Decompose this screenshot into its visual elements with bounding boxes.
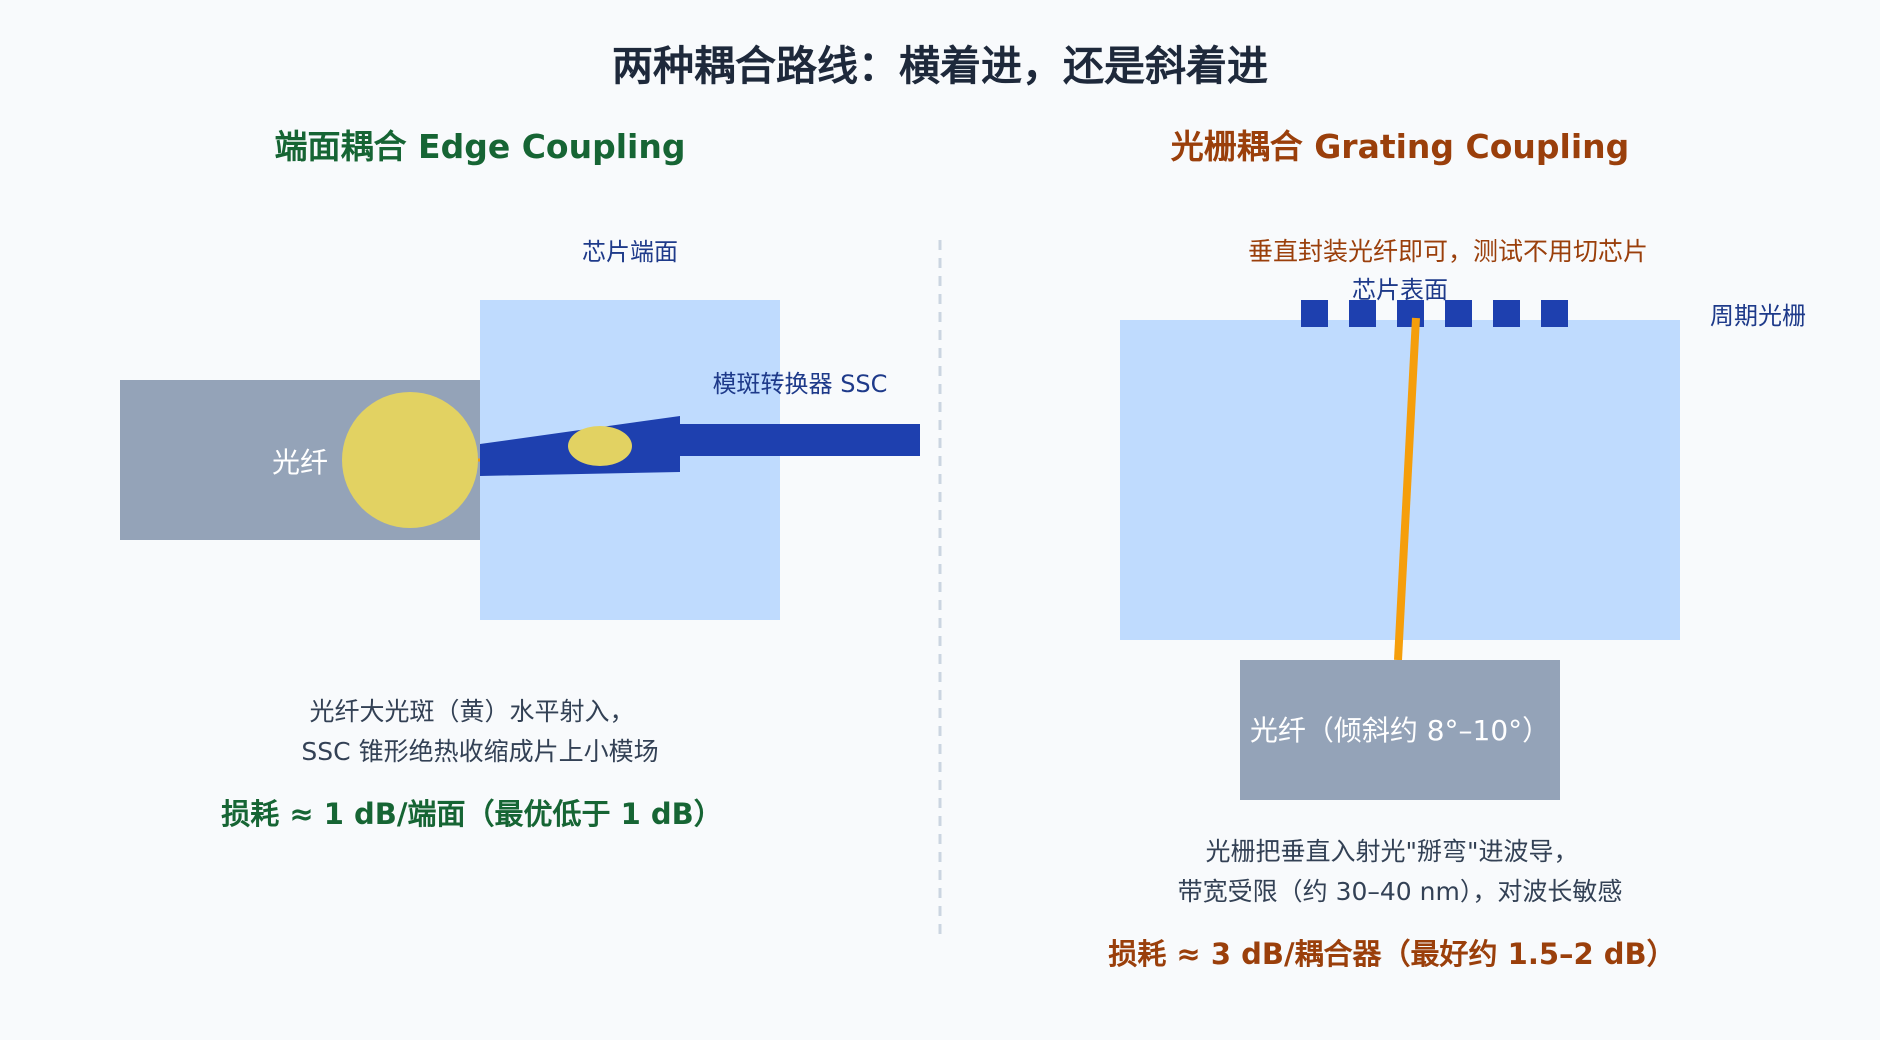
grating-tooth	[1301, 300, 1328, 327]
edge-caption-line-1: 光纤大光斑（黄）水平射入，	[309, 697, 634, 726]
on-chip-mode-spot	[568, 426, 632, 466]
grating-heading: 光栅耦合 Grating Coupling	[1171, 127, 1630, 166]
edge-heading: 端面耦合 Edge Coupling	[275, 127, 686, 166]
grating-tooth	[1493, 300, 1520, 327]
edge-fiber-label: 光纤	[272, 446, 328, 479]
grating-teeth	[1301, 300, 1568, 327]
grating-fiber	[1240, 660, 1560, 800]
edge-coupling-panel: 芯片端面 光纤 模斑转换器 SSC 光纤大光斑（黄）水平射入， SSC 锥形绝热…	[120, 238, 920, 831]
grating-fiber-label: 光纤（倾斜约 8°–10°）	[1250, 714, 1550, 747]
edge-loss: 损耗 ≈ 1 dB/端面（最优低于 1 dB）	[221, 797, 722, 831]
grating-tooth	[1445, 300, 1472, 327]
grating-caption-line-1: 光栅把垂直入射光"掰弯"进波导，	[1206, 837, 1579, 866]
grating-tooth	[1541, 300, 1568, 327]
chip-surface-label: 芯片表面	[1352, 276, 1448, 304]
grating-top-note: 垂直封装光纤即可，测试不用切芯片	[1248, 237, 1648, 266]
grating-tooth	[1349, 300, 1376, 327]
page-title: 两种耦合路线：横着进，还是斜着进	[612, 42, 1268, 90]
chip-facet-label: 芯片端面	[582, 238, 678, 266]
grating-loss: 损耗 ≈ 3 dB/耦合器（最好约 1.5–2 dB）	[1108, 937, 1675, 971]
edge-caption-line-2: SSC 锥形绝热收缩成片上小模场	[301, 737, 658, 766]
fiber-light-spot	[342, 392, 478, 528]
grating-tooth	[1397, 300, 1424, 327]
grating-caption-line-2: 带宽受限（约 30–40 nm），对波长敏感	[1178, 877, 1623, 906]
tilted-light-beam	[1394, 317, 1420, 661]
ssc-label: 模斑转换器 SSC	[713, 370, 888, 398]
on-chip-waveguide	[680, 424, 920, 456]
grating-coupling-panel: 垂直封装光纤即可，测试不用切芯片 芯片表面 周期光栅 光纤（倾斜约 8°–10°…	[1108, 237, 1806, 971]
grating-label: 周期光栅	[1710, 302, 1806, 330]
